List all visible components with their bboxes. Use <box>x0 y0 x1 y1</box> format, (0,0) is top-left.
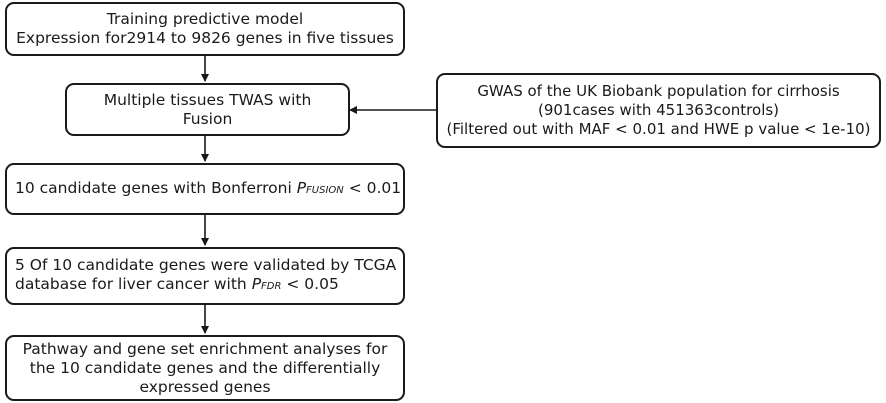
validated-p-symbol: P <box>251 275 262 293</box>
gwas-line-3: (Filtered out with MAF < 0.01 and HWE p … <box>446 120 871 138</box>
twas-fusion-box: Multiple tissues TWAS with Fusion <box>65 83 350 136</box>
validated-line-2-prefix: database for liver cancer with <box>15 275 247 293</box>
candidates-p-symbol: P <box>296 178 307 197</box>
training-line-2: Expression for2914 to 9826 genes in five… <box>16 29 394 47</box>
candidates-threshold: < 0.01 <box>348 178 402 197</box>
twas-line-1: Multiple tissues TWAS with <box>103 90 312 109</box>
gwas-line-1: GWAS of the UK Biobank population for ci… <box>477 82 840 100</box>
pathway-line-3: expressed genes <box>139 377 271 396</box>
validated-line-2: database for liver cancer with PFDR < 0.… <box>15 275 339 296</box>
gwas-box: GWAS of the UK Biobank population for ci… <box>436 73 881 148</box>
tcga-validation-box: 5 Of 10 candidate genes were validated b… <box>5 247 405 305</box>
gwas-line-2: (901cases with 451363controls) <box>537 101 780 119</box>
twas-line-2: Fusion <box>182 109 233 128</box>
validated-threshold: < 0.05 <box>286 275 339 293</box>
candidate-genes-box: 10 candidate genes with Bonferroni PFUSI… <box>5 163 405 215</box>
validated-p-subscript: FDR <box>261 281 282 292</box>
pathway-enrichment-box: Pathway and gene set enrichment analyses… <box>5 335 405 401</box>
training-line-1: Training predictive model <box>106 10 304 28</box>
training-model-box: Training predictive model Expression for… <box>5 2 405 56</box>
candidates-line: 10 candidate genes with Bonferroni PFUSI… <box>15 179 401 200</box>
pathway-line-1: Pathway and gene set enrichment analyses… <box>22 339 388 358</box>
candidates-p-subscript: FUSION <box>306 184 344 196</box>
validated-line-1: 5 Of 10 candidate genes were validated b… <box>15 256 397 274</box>
pathway-line-2: the 10 candidate genes and the different… <box>29 358 381 377</box>
candidates-prefix: 10 candidate genes with Bonferroni <box>15 178 292 197</box>
